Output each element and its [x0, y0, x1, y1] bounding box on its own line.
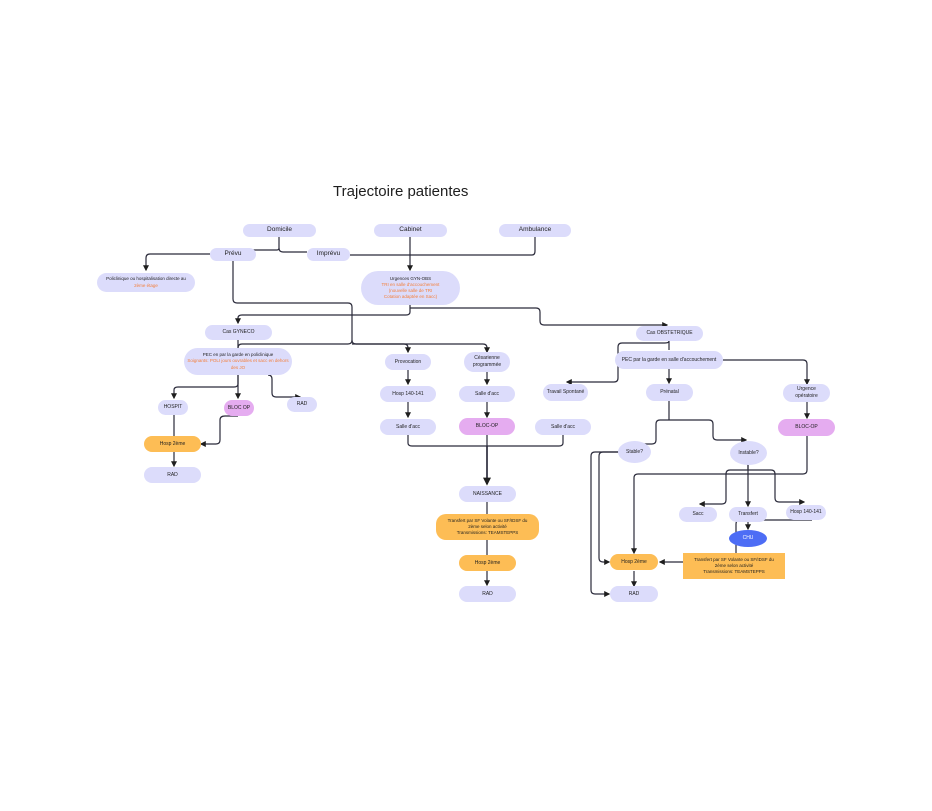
edge-prevu-policlinique — [143, 253, 210, 272]
node-prenatal[interactable]: Prénatal — [646, 384, 693, 401]
node-salle-acc-spont[interactable]: Salle d'acc — [535, 419, 591, 435]
node-pec-obs[interactable]: PEC par la garde en salle d'accouchement — [615, 351, 723, 369]
edge-instable-hosp140 — [748, 469, 806, 505]
edge-domicile-imprevu — [278, 247, 307, 253]
edge-instable-sacc — [698, 464, 749, 507]
node-bloc-op-obs[interactable]: BLOC-OP — [778, 419, 835, 436]
node-chu[interactable]: CHU — [729, 530, 767, 547]
node-policlinique[interactable]: Policlinique ou hospitalisation directe … — [97, 273, 195, 292]
node-ambulance[interactable]: Ambulance — [499, 224, 571, 237]
edge-bloc-hosp-right — [631, 436, 808, 555]
node-salle-acc-ces[interactable]: Salle d'acc — [459, 386, 515, 402]
node-hosp-2eme-mid[interactable]: Hosp 2ème — [459, 555, 516, 571]
edge-merge — [407, 435, 564, 484]
edge-bloc-hosp — [199, 415, 238, 447]
node-rad-gyn-right[interactable]: RAD — [287, 397, 317, 412]
edge-stable-rad — [590, 451, 622, 597]
edge-pec-hospit — [171, 375, 239, 400]
edge-stable-hosp — [598, 451, 622, 565]
edge-obs-travail — [565, 340, 670, 385]
node-provocation[interactable]: Provocation — [385, 354, 431, 370]
node-rad-right[interactable]: RAD — [610, 586, 658, 602]
node-transfert[interactable]: Transfert — [729, 507, 767, 522]
node-rad-mid[interactable]: RAD — [459, 586, 516, 602]
node-salle-acc-prov[interactable]: Salle d'acc — [380, 419, 436, 435]
node-imprevu[interactable]: Imprévu — [307, 248, 350, 261]
node-hosp-2eme-gyn[interactable]: Hosp 2ème — [144, 436, 201, 452]
node-cabinet[interactable]: Cabinet — [374, 224, 447, 237]
node-instable[interactable]: Instable? — [730, 441, 767, 465]
node-prevu[interactable]: Prévu — [210, 248, 256, 261]
edge-urgences-gyneco — [235, 305, 411, 325]
node-sacc[interactable]: Sacc — [679, 507, 717, 522]
node-cas-obs[interactable]: Cas OBSTETRIQUE — [636, 326, 703, 341]
edge-urgences-obs — [410, 307, 669, 328]
node-cas-gyneco[interactable]: Cas GYNECO — [205, 325, 272, 340]
edge-prenatal-split — [643, 401, 746, 444]
node-hosp-140-left[interactable]: Hosp 140-141 — [380, 386, 436, 402]
edge-pec-rad — [267, 374, 302, 400]
node-naissance[interactable]: NAISSANCE — [459, 486, 516, 502]
node-stable[interactable]: Stable? — [618, 441, 651, 463]
edge-prevu-down — [232, 261, 490, 354]
edge-pec-urgence — [723, 359, 810, 386]
node-domicile[interactable]: Domicile — [243, 224, 316, 237]
node-hospit[interactable]: HOSPIT — [158, 400, 188, 415]
node-rad-gyn[interactable]: RAD — [144, 467, 201, 483]
edge-imprevu-right — [350, 237, 536, 256]
node-bloc-op-ces[interactable]: BLOC-OP — [459, 418, 515, 435]
diagram-title: Trajectoire patientes — [333, 183, 469, 200]
node-hosp-140-right[interactable]: Hosp 140-141 — [786, 505, 826, 520]
node-travail-spontane[interactable]: Travail Spontané — [543, 384, 588, 401]
node-hosp-2eme-right[interactable]: Hosp 2ème — [610, 554, 658, 570]
node-bloc-op-gyn[interactable]: BLOC OP — [224, 400, 254, 416]
